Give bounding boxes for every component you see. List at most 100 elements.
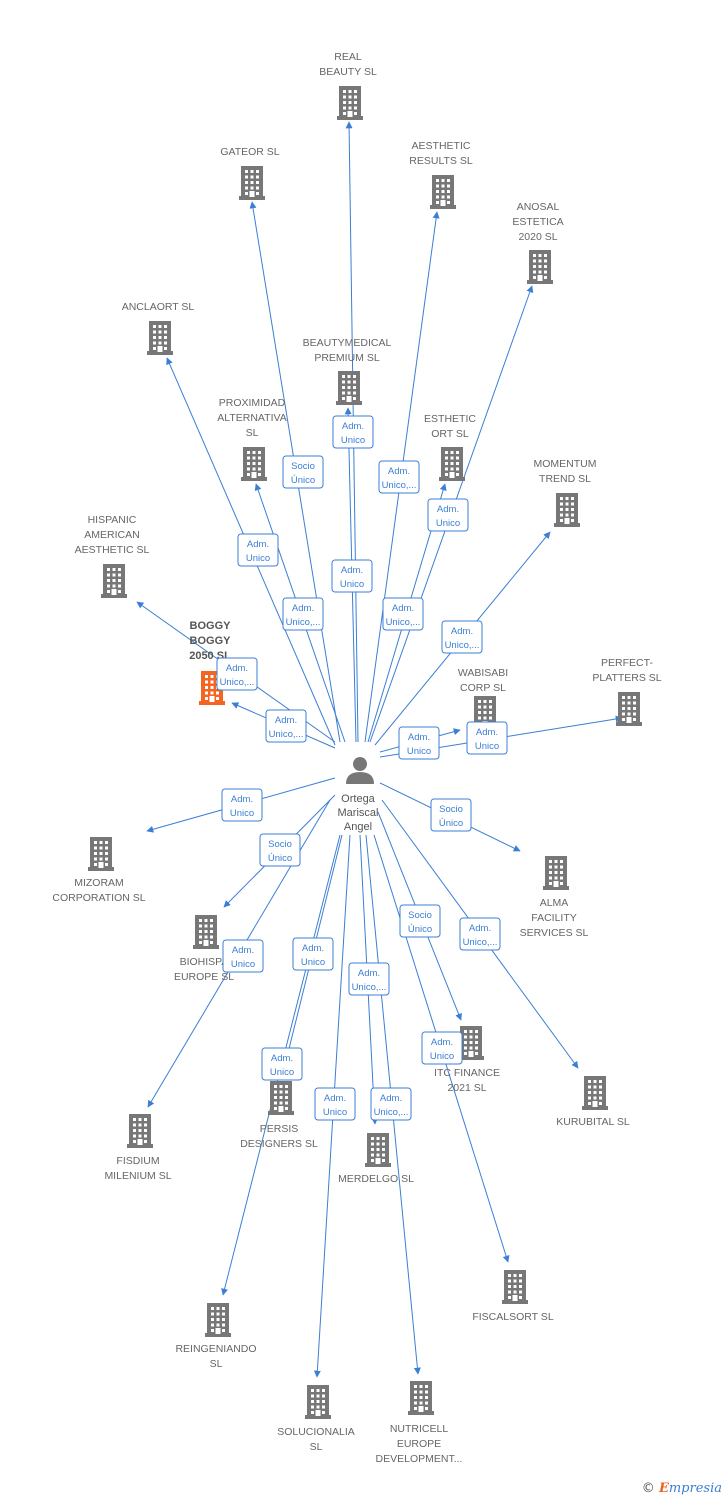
edge-label-fiscalsort[interactable]: Adm.Unico: [421, 1031, 463, 1065]
company-node-aesthetic-results[interactable]: AESTHETIC RESULTS SL: [409, 140, 473, 209]
company-node-perfect[interactable]: PERFECT-PLATTERS SL: [592, 657, 662, 726]
edge-label-text: Unico,...: [463, 937, 498, 948]
company-label-line: ESTETICA: [512, 216, 563, 228]
edge-label-wabisabi[interactable]: Adm.Unico: [398, 726, 440, 760]
edge-label-text: Adm.: [231, 794, 253, 805]
edge-label-real-beauty[interactable]: Adm.Unico: [332, 415, 374, 449]
building-icon: [582, 1076, 608, 1110]
building-icon: [193, 915, 219, 949]
building-icon: [239, 166, 265, 200]
company-label-line: MIZORAM: [74, 877, 124, 889]
company-node-kurubital[interactable]: KURUBITAL SL: [556, 1076, 630, 1128]
edge-label-anosal[interactable]: Adm.Unico: [427, 498, 469, 532]
edge-label-text: Adm.: [358, 968, 380, 979]
edge-label-solucionalia[interactable]: Adm. Unico: [314, 1087, 356, 1121]
company-label-line: AESTHETIC: [412, 140, 471, 152]
edge-label-perfect[interactable]: Adm.Unico: [466, 721, 508, 755]
company-node-merdelgo[interactable]: MERDELGO SL: [338, 1133, 414, 1185]
company-node-reingeniando[interactable]: REINGENIANDO SL: [175, 1303, 257, 1370]
company-label-line: RESULTS SL: [409, 155, 473, 167]
edge-label-text: Unico,...: [286, 617, 321, 628]
company-label-line: SL: [210, 1358, 223, 1370]
edge-label-anclaort[interactable]: Adm.Unico: [237, 533, 279, 567]
edge-label-text: Adm.: [342, 421, 364, 432]
building-icon: [554, 493, 580, 527]
company-label-line: SOLUCIONALIA: [277, 1426, 355, 1438]
edge-label-text: Socio: [439, 804, 463, 815]
company-label-line: TREND SL: [539, 473, 591, 485]
edge-label-proximidad[interactable]: Adm. Unico,...: [282, 597, 324, 631]
company-label-line: REINGENIANDO: [175, 1343, 256, 1355]
building-icon: [527, 250, 553, 284]
edge-label-mizoram[interactable]: Adm.Unico: [221, 788, 263, 822]
company-label-line: SL: [246, 427, 259, 439]
company-node-fiscalsort[interactable]: FISCALSORT SL: [472, 1270, 554, 1323]
edge-label-text: Adm.: [226, 663, 248, 674]
edge-label-text: Adm.: [380, 1093, 402, 1104]
company-label-line: REAL: [334, 51, 362, 63]
edge-label-text: Unico,...: [374, 1107, 409, 1118]
edge-label-text: Adm.: [324, 1093, 346, 1104]
company-label-line: ITC FINANCE: [434, 1067, 500, 1079]
edge-label-text: Único: [439, 818, 463, 829]
edge-label-reingeniando[interactable]: Adm.Unico: [261, 1047, 303, 1081]
edge-label-fisdium[interactable]: Adm.Unico: [222, 939, 264, 973]
edge-label-merdelgo[interactable]: Adm.Unico,...: [348, 962, 390, 996]
edge-label-text: Adm.: [469, 923, 491, 934]
edge-label-text: Único: [291, 475, 315, 486]
edge-label-text: Adm.: [302, 943, 324, 954]
company-label-line: ALMA: [540, 897, 569, 909]
edge-label-text: Adm.: [292, 603, 314, 614]
copyright-notice: © Empresia: [642, 1481, 722, 1496]
edge-label-aesthetic-results[interactable]: Adm.Unico,...: [378, 460, 420, 494]
edge-label-nutricell[interactable]: Adm. Unico,...: [370, 1087, 412, 1121]
edge-label-persis[interactable]: Adm. Unico: [292, 937, 334, 971]
building-icon: [430, 175, 456, 209]
building-icon: [101, 564, 127, 598]
edge-label-kurubital[interactable]: Adm. Unico,...: [459, 917, 501, 951]
edge-label-hispanic[interactable]: Adm.Unico,...: [216, 657, 258, 691]
edge-label-text: Unico: [246, 553, 270, 564]
company-node-gateor[interactable]: GATEOR SL: [220, 146, 280, 200]
edge-label-text: Unico,...: [382, 480, 417, 491]
edge-label-boggy[interactable]: Adm.Unico,...: [265, 709, 307, 743]
edge-label-text: Unico: [301, 957, 325, 968]
copyright-symbol: ©: [641, 1481, 655, 1496]
edge-label-esthetic-ort[interactable]: Adm.Unico,...: [382, 597, 424, 631]
person-icon: [346, 757, 374, 784]
edge-label-text: Adm.: [392, 603, 414, 614]
company-label-line: BIOHISPA: [180, 956, 229, 968]
edge-label-text: Unico: [323, 1107, 347, 1118]
company-label-line: EUROPE SL: [174, 971, 234, 983]
company-node-biohispa[interactable]: BIOHISPA EUROPE SL: [174, 915, 234, 983]
edge-label-text: Unico: [231, 959, 255, 970]
building-icon: [147, 321, 173, 355]
company-label-line: BOGGY: [190, 620, 232, 632]
center-node[interactable]: Ortega Mariscal Angel: [338, 757, 379, 833]
company-node-nutricell[interactable]: NUTRICELLEUROPEDEVELOPMENT...: [376, 1381, 463, 1465]
company-node-anclaort[interactable]: ANCLAORT SL: [122, 301, 195, 355]
edge-label-beautymedical[interactable]: Adm.Unico: [331, 559, 373, 593]
edge-label-text: Adm.: [431, 1037, 453, 1048]
edge-label-momentum[interactable]: Adm.Unico,...: [441, 620, 483, 654]
